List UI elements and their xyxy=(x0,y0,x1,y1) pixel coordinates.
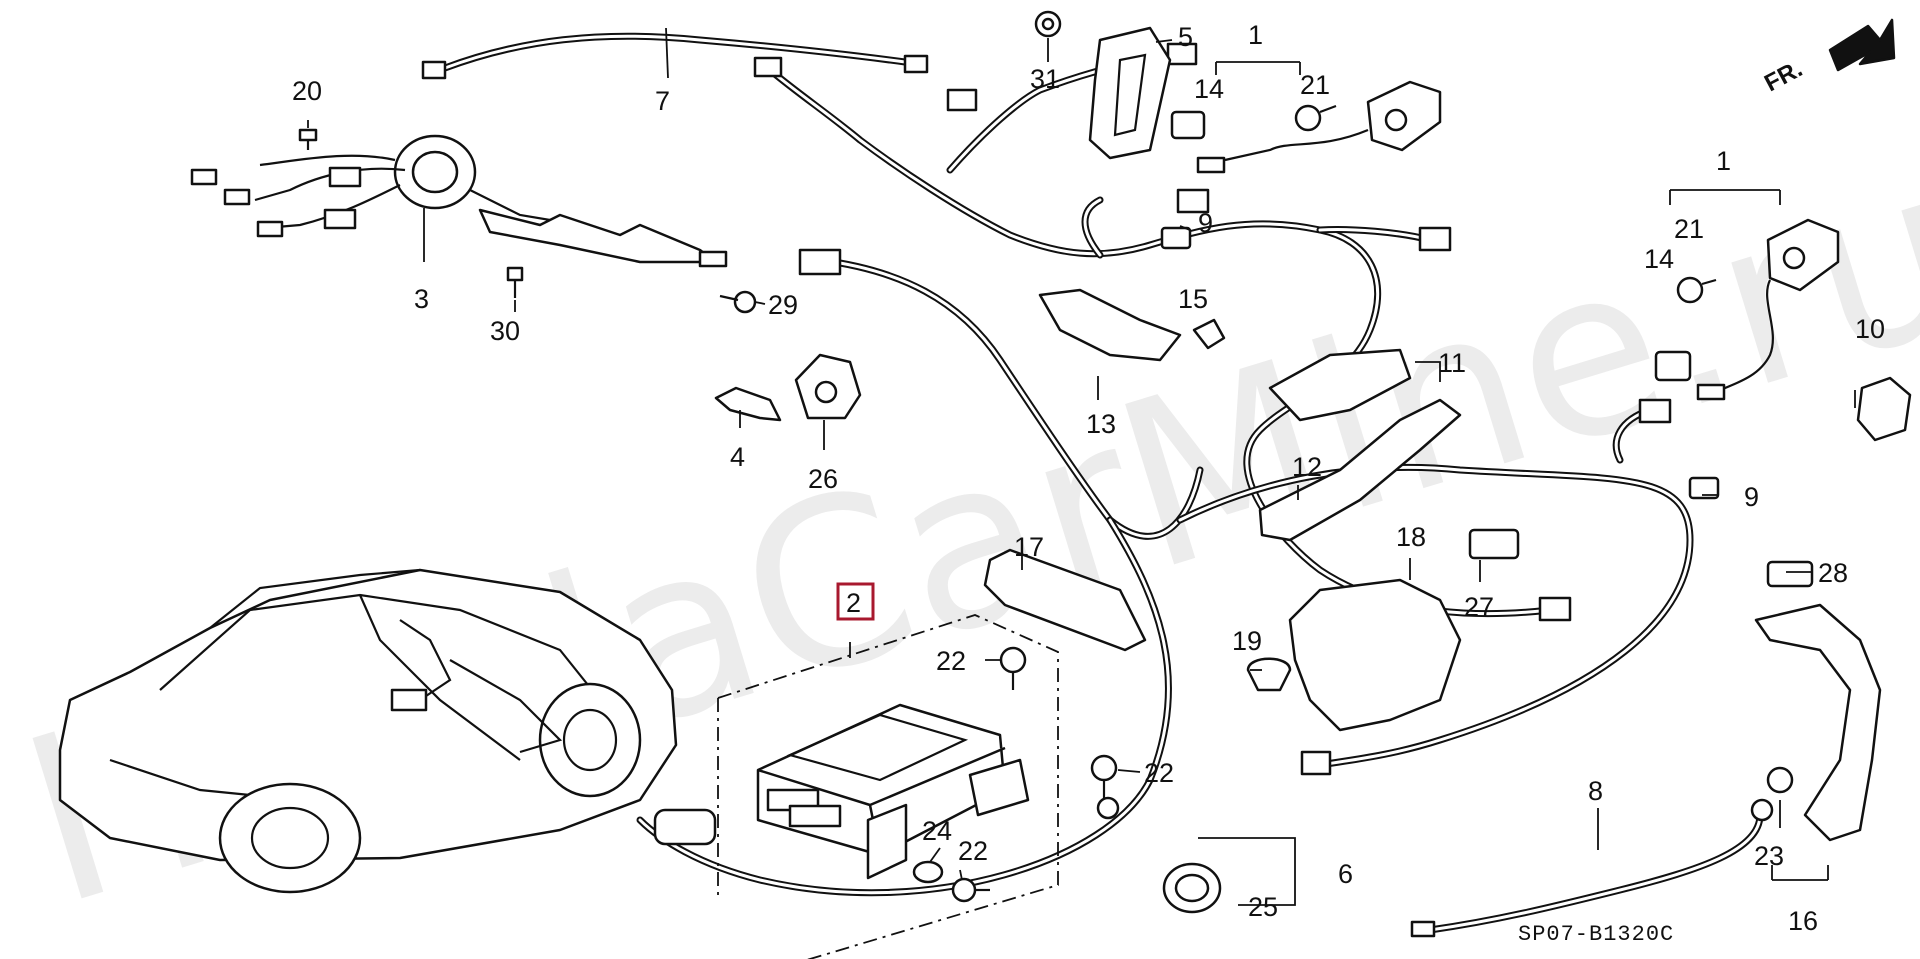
callout-11[interactable]: 11 xyxy=(1438,348,1466,378)
bracket-17[interactable] xyxy=(983,548,1147,652)
callout-23[interactable]: 23 xyxy=(1754,841,1784,871)
callout-4[interactable]: 4 xyxy=(730,442,745,472)
clamp-25[interactable] xyxy=(1162,862,1222,914)
srs-unit-group-outline xyxy=(717,614,1059,959)
callout-1a[interactable]: 1 xyxy=(1248,20,1263,50)
bracket-18[interactable] xyxy=(1288,578,1462,732)
callout-25[interactable]: 25 xyxy=(1248,892,1278,922)
callout-24[interactable]: 24 xyxy=(922,816,952,846)
leader-lines xyxy=(307,27,1856,906)
sensor-26[interactable] xyxy=(794,353,862,420)
impact-sensor-1-top[interactable] xyxy=(1196,80,1442,174)
callout-16[interactable]: 16 xyxy=(1788,906,1818,936)
callout-18[interactable]: 18 xyxy=(1396,522,1426,552)
callout-6[interactable]: 6 xyxy=(1338,859,1353,889)
harness-7[interactable] xyxy=(421,32,929,80)
bolt-30[interactable] xyxy=(506,266,524,298)
front-direction-label: FR. xyxy=(1760,55,1807,97)
bolt-21-right[interactable] xyxy=(1676,276,1717,304)
front-direction-indicator: FR. xyxy=(1760,18,1896,97)
cover-5[interactable] xyxy=(1088,26,1172,160)
callout-26[interactable]: 26 xyxy=(808,464,838,494)
callout-1b[interactable]: 1 xyxy=(1716,146,1731,176)
clip-14-top[interactable] xyxy=(1170,110,1206,140)
callout-10[interactable]: 10 xyxy=(1855,314,1885,344)
callout-14b[interactable]: 14 xyxy=(1644,244,1674,274)
highlight-box-part-2 xyxy=(836,582,875,621)
callout-20[interactable]: 20 xyxy=(292,76,322,106)
callout-8[interactable]: 8 xyxy=(1588,776,1603,806)
bolt-22-c[interactable] xyxy=(951,877,990,903)
callout-19[interactable]: 19 xyxy=(1232,626,1262,656)
bracket-12[interactable] xyxy=(1258,398,1462,542)
impact-sensor-1-right[interactable] xyxy=(1696,218,1840,401)
callout-22b[interactable]: 22 xyxy=(1144,758,1174,788)
nut-31[interactable] xyxy=(1034,10,1062,38)
callout-29[interactable]: 29 xyxy=(768,290,798,320)
clip-9-right[interactable] xyxy=(1688,476,1720,500)
callout-12[interactable]: 12 xyxy=(1292,452,1322,482)
callout-17[interactable]: 17 xyxy=(1014,532,1044,562)
callout-22c[interactable]: 22 xyxy=(958,836,988,866)
grommet-24[interactable] xyxy=(912,860,944,884)
clip-28[interactable] xyxy=(1766,560,1814,588)
car-location-view xyxy=(58,568,678,894)
clip-14-right[interactable] xyxy=(1654,350,1692,382)
callout-15[interactable]: 15 xyxy=(1178,284,1208,314)
callout-9b[interactable]: 9 xyxy=(1744,482,1759,512)
srs-unit-2[interactable] xyxy=(756,703,1030,880)
callout-27[interactable]: 27 xyxy=(1464,592,1494,622)
main-harness-6[interactable] xyxy=(636,42,1694,897)
callout-13[interactable]: 13 xyxy=(1086,409,1116,439)
clip-9-top[interactable] xyxy=(1160,226,1192,250)
callout-28[interactable]: 28 xyxy=(1818,558,1848,588)
callout-30[interactable]: 30 xyxy=(490,316,520,346)
bolt-22-a[interactable] xyxy=(999,646,1027,690)
callout-9a[interactable]: 9 xyxy=(1198,208,1213,238)
callout-2[interactable]: 2 xyxy=(846,588,861,618)
callout-21b[interactable]: 21 xyxy=(1674,214,1704,244)
callout-14a[interactable]: 14 xyxy=(1194,74,1224,104)
callout-3[interactable]: 3 xyxy=(414,284,429,314)
drawing-code: SP07-B1320C xyxy=(1518,922,1674,947)
clip-4[interactable] xyxy=(714,386,782,422)
callout-21a[interactable]: 21 xyxy=(1300,70,1330,100)
bracket-16[interactable] xyxy=(1754,603,1882,842)
callout-7[interactable]: 7 xyxy=(655,86,670,116)
clip-15[interactable] xyxy=(1192,318,1226,350)
harness-8[interactable] xyxy=(1410,798,1774,938)
bolt-29[interactable] xyxy=(719,290,757,314)
bolt-22-b[interactable] xyxy=(1090,754,1118,798)
clip-27[interactable] xyxy=(1468,528,1520,560)
screw-20[interactable] xyxy=(298,128,318,150)
callout-5[interactable]: 5 xyxy=(1178,22,1193,52)
bracket-11[interactable] xyxy=(1268,348,1412,422)
callout-31[interactable]: 31 xyxy=(1030,64,1060,94)
callout-22a[interactable]: 22 xyxy=(936,646,966,676)
bolt-21-top[interactable] xyxy=(1294,104,1337,132)
clip-19[interactable] xyxy=(1246,657,1292,692)
bracket-10[interactable] xyxy=(1856,376,1912,442)
clock-spring-harness-3[interactable] xyxy=(190,134,728,268)
bracket-13[interactable] xyxy=(1038,288,1182,362)
